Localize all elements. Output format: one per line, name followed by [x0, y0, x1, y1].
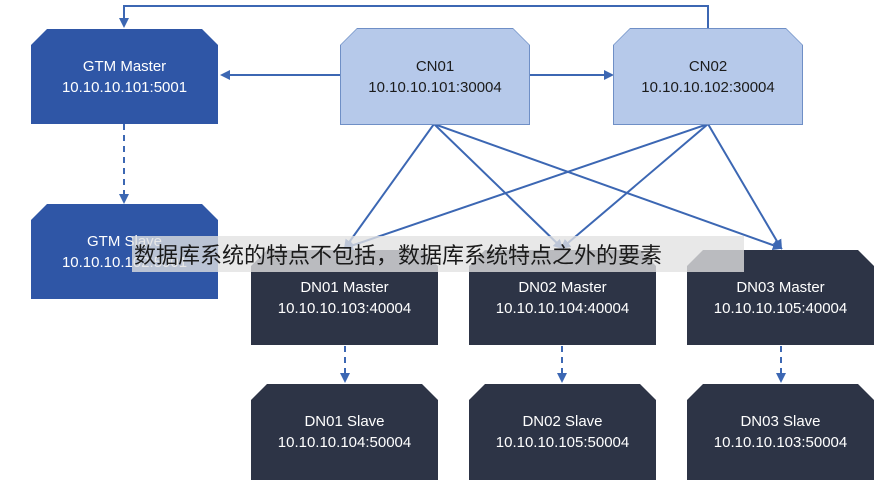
dn01-master-name: DN01 Master [300, 278, 389, 296]
dn01-slave-node: DN01 Slave 10.10.10.104:50004 [251, 384, 438, 480]
dn02-slave-name: DN02 Slave [522, 413, 603, 430]
cn01-name: CN01 [415, 57, 455, 75]
cn02-node: CN02 10.10.10.102:30004 [614, 29, 802, 124]
dn02-slave-node: DN02 Slave 10.10.10.105:50004 [469, 384, 656, 480]
dn02-master-name: DN02 Master [518, 278, 607, 296]
overlay-caption-text: 数据库系统的特点不包括，数据库系统特点之外的要素 [134, 244, 663, 269]
link-cn02-dn02 [560, 123, 709, 250]
link-cn01-dn03 [433, 123, 783, 251]
gtm-master-address: 10.10.10.101:5001 [61, 78, 188, 96]
cn01-address: 10.10.10.101:30004 [368, 78, 502, 96]
link-cn02-dn01 [343, 123, 709, 251]
dn03-slave-node: DN03 Slave 10.10.10.103:50004 [687, 384, 874, 480]
link-cn01-dn02 [433, 123, 564, 250]
dn01-master-address: 10.10.10.103:40004 [277, 299, 412, 317]
dn02-master-address: 10.10.10.104:40004 [495, 299, 630, 317]
dn03-master-address: 10.10.10.105:40004 [713, 299, 848, 317]
dn02-slave-address: 10.10.10.105:50004 [495, 434, 630, 451]
link-cn02-dn03 [707, 123, 783, 250]
cn01-node: CN01 10.10.10.101:30004 [341, 29, 529, 124]
gtm-master-node: GTM Master 10.10.10.101:5001 [31, 29, 218, 124]
cn02-name: CN02 [688, 57, 728, 75]
overlay-caption: 数据库系统的特点不包括，数据库系统特点之外的要素 [132, 236, 744, 272]
dn03-slave-name: DN03 Slave [740, 413, 821, 430]
dn01-slave-address: 10.10.10.104:50004 [277, 434, 412, 451]
gtm-master-name: GTM Master [82, 57, 167, 75]
dn03-master-node: DN03 Master 10.10.10.105:40004 [687, 250, 874, 345]
link-cn02-to-gtm-top [119, 5, 709, 30]
cn02-address: 10.10.10.102:30004 [641, 78, 775, 96]
link-cn01-dn01 [343, 123, 435, 250]
dn03-slave-address: 10.10.10.103:50004 [713, 434, 848, 451]
dn03-master-name: DN03 Master [736, 278, 825, 296]
dn01-slave-name: DN01 Slave [304, 413, 385, 430]
